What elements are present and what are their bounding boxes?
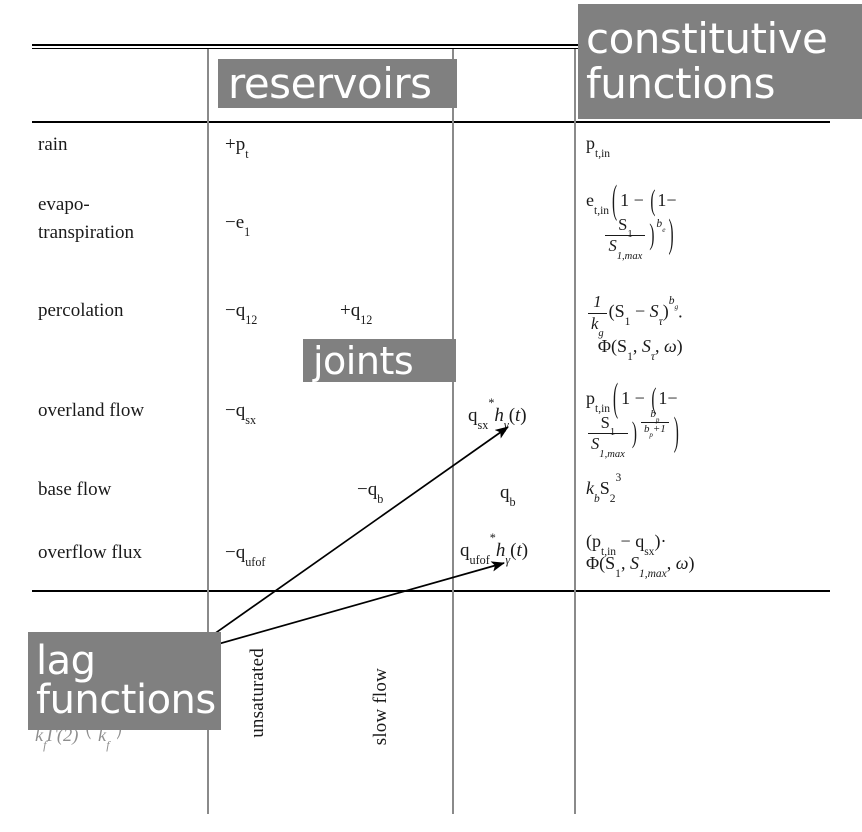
row-label-base-flow: base flow: [38, 479, 112, 500]
row-label-overland-flow: overland flow: [38, 400, 145, 421]
paren-close-outer-overland: ): [673, 410, 679, 456]
row-label-evapotranspiration-line1: evapo-: [38, 194, 90, 215]
fraction-s1-s1max: S1 S1,max: [605, 215, 646, 262]
fraction-denominator: S1,max: [608, 236, 643, 262]
paren-open-inner-overland: (: [651, 383, 657, 416]
math-q-sx-conv-h-gamma: qsx*hγ(t): [468, 395, 527, 433]
annotation-lag-line1: lag: [36, 637, 96, 684]
column-footer-slow-flow: slow flow: [370, 668, 391, 746]
math-minus-q-12: −q12: [225, 300, 258, 328]
fraction-denominator-overland: S1,max: [591, 434, 625, 460]
annotation-joints: joints: [303, 339, 456, 383]
constitutive-rain: pt,in: [586, 133, 611, 160]
column-divider-2: [452, 49, 454, 814]
paren-open-outer: (: [612, 178, 618, 224]
math-s1-minus-stau: (S1 − Sτ): [608, 301, 669, 329]
paren-close-outer: ): [668, 212, 674, 258]
constitutive-evapotranspiration: et,in(1 − (1− S1 S1,max )be): [586, 179, 677, 262]
math-e-t-in: et,in: [586, 190, 610, 217]
math-p-t-in-overland: pt,in: [586, 388, 611, 415]
arrow-lag-to-overflow-joint: [189, 561, 505, 653]
fraction-numerator: S1: [605, 215, 646, 240]
math-p-t-in: pt,in: [586, 133, 611, 160]
annotation-constitutive-functions: constitutive functions: [578, 4, 862, 119]
reservoir-slow-base-flow: −qb: [357, 479, 384, 507]
joint-overland-flow: qsx*hγ(t): [468, 395, 527, 433]
reservoir-unsaturated-overland: −qsx: [225, 400, 257, 428]
math-kb-s2-cubed: kbS23: [586, 471, 622, 505]
paren-close-inner-overland: ): [631, 417, 637, 450]
math-one-minus-overland: 1 −: [621, 388, 650, 408]
top-rule-secondary: [32, 48, 830, 49]
fraction-numerator-overland: S1: [588, 413, 628, 438]
reservoir-unsaturated-overflow: −qufof: [225, 542, 266, 570]
header-rule: [32, 121, 830, 123]
bottom-rule: [32, 590, 830, 592]
math-phi-s1-s1max-omega: Φ(S1, S1,max, ω): [586, 552, 695, 580]
top-rule: [32, 44, 830, 46]
perc-frac-num: 1: [588, 292, 607, 314]
math-plus-q-12: +q12: [340, 300, 373, 328]
overflow-phi-line: Φ(S1, S1,max, ω): [586, 552, 695, 580]
row-label-rain: rain: [38, 134, 68, 155]
math-one-minus-inner-overland: 1−: [658, 388, 678, 408]
math-dot-operator-overflow: ·: [660, 531, 667, 551]
joint-base-flow: qb: [500, 482, 516, 510]
exponent-num: bp: [640, 408, 669, 424]
math-one-minus: 1 −: [620, 190, 649, 210]
math-plus-p-t: +pt: [225, 134, 249, 162]
exponent-b-g: bg: [668, 295, 679, 312]
fraction-s1-s1max-overland: S1 S1,max: [588, 413, 628, 460]
math-minus-q-sx: −qsx: [225, 400, 257, 428]
reservoir-unsaturated-percolation: −q12: [225, 300, 258, 328]
math-phi-s1-stau-omega: Φ(S1, Sτ, ω): [597, 336, 683, 364]
constitutive-overflow-flux: (pt,in − qsx)· Φ(S1, S1,max, ω): [586, 531, 695, 580]
paren-open-outer-overland: (: [613, 376, 619, 422]
evap-fraction-line: S1 S1,max )be): [586, 212, 677, 262]
paren-close-inner: ): [649, 219, 655, 252]
math-pt-minus-qsx: (pt,in − qsx)·: [586, 531, 667, 558]
constitutive-percolation: 1 kg (S1 − Sτ)bg. Φ(S1, Sτ, ω): [586, 292, 683, 364]
reservoir-slow-percolation: +q12: [340, 300, 373, 328]
math-minus-q-ufof: −qufof: [225, 542, 266, 570]
joint-overflow-flux: qufof*hγ(t): [460, 530, 529, 568]
annotation-reservoirs: reservoirs: [218, 59, 457, 108]
math-q-b: qb: [500, 482, 516, 510]
math-minus-e-1: −e1: [225, 212, 251, 240]
paren-open-inner: (: [650, 185, 656, 218]
perc-frac-den: kg: [591, 313, 604, 339]
math-one-minus-inner: 1−: [657, 190, 677, 210]
perc-phi-line: Φ(S1, Sτ, ω): [586, 336, 683, 364]
annotation-constitutive-line1: constitutive: [586, 14, 828, 64]
arrow-lag-to-overland-joint: [189, 426, 509, 652]
constitutive-base-flow: kbS23: [586, 471, 622, 505]
row-label-evapotranspiration-line2: transpiration: [38, 222, 135, 243]
column-divider-3: [574, 49, 576, 814]
row-label-overflow-flux: overflow flux: [38, 542, 142, 563]
fraction-one-over-kg: 1 kg: [588, 292, 607, 339]
math-dot-operator: .: [678, 301, 683, 322]
faint-frac-den: kfΓ(2): [35, 725, 79, 752]
math-minus-q-b: −qb: [357, 479, 384, 507]
annotation-lag-line2: functions: [36, 677, 216, 723]
reservoir-unsaturated-evapotranspiration: −e1: [225, 212, 251, 240]
math-q-ufof-conv-h-gamma: qufof*hγ(t): [460, 530, 529, 568]
exponent-den: bp+1: [643, 422, 666, 439]
exponent-b-e: be: [656, 217, 666, 235]
faint-inner-den: kf: [98, 725, 110, 752]
column-footer-unsaturated: unsaturated: [247, 648, 268, 738]
reservoir-unsaturated-rain: +pt: [225, 134, 249, 162]
annotation-constitutive-line2: functions: [586, 58, 775, 108]
row-label-percolation: percolation: [38, 300, 124, 321]
annotation-lag-functions: lag functions: [28, 632, 221, 730]
